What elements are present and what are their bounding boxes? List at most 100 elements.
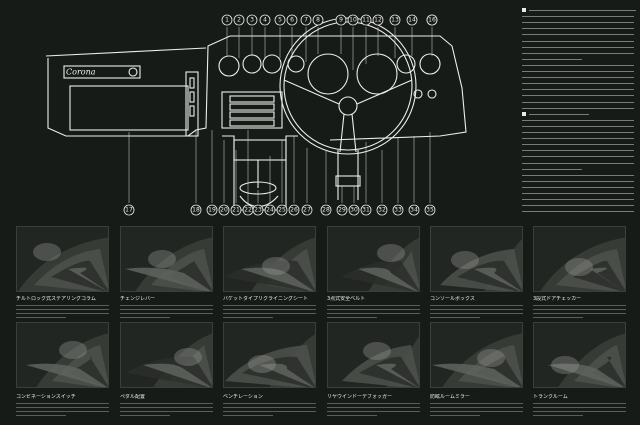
caption-text-line (430, 411, 523, 412)
text-line (522, 34, 634, 36)
callout-23: 23 (254, 207, 262, 214)
callout-1-ring (221, 14, 233, 26)
callout-3: 3 (250, 17, 254, 24)
photo-combination-switch (16, 322, 109, 388)
text-line (522, 180, 634, 182)
callout-6: 6 (290, 17, 294, 24)
callout-13: 13 (391, 17, 399, 24)
text-line (522, 132, 634, 133)
caption-text-line (327, 411, 420, 412)
callout-16: 16 (428, 17, 436, 24)
text-line (522, 199, 634, 201)
caption-text-line (327, 305, 420, 306)
callout-34-ring (408, 204, 420, 216)
caption-text-line (16, 403, 109, 404)
text-line (522, 77, 634, 79)
text-line (522, 52, 634, 54)
caption-text-line (327, 309, 420, 310)
caption-text-line (533, 411, 626, 412)
text-line (522, 89, 634, 91)
callout-7: 7 (304, 17, 308, 24)
callout-8-ring (312, 14, 324, 26)
callout-19: 19 (208, 207, 216, 214)
caption-text-line (327, 317, 377, 318)
photo-caption: 3段式ドアチェッカー (533, 296, 626, 328)
photo-ventilation (223, 322, 316, 388)
caption-text-line (223, 305, 316, 306)
text-line (522, 58, 582, 60)
paragraph-bullet (522, 8, 526, 12)
clock-gauge (218, 55, 240, 77)
caption-text-line (223, 309, 316, 310)
callout-12-ring (372, 14, 384, 26)
callout-9: 9 (339, 17, 343, 24)
text-line (522, 156, 634, 158)
callout-24-ring (264, 204, 276, 216)
caption-text-line (430, 313, 523, 314)
photo-door-interior (533, 226, 626, 292)
paragraph-bullet (522, 111, 526, 116)
photo-caption: ベンチレーション (223, 394, 316, 425)
caption-text-line (430, 305, 523, 306)
text-line (522, 138, 634, 140)
text-line (522, 186, 634, 188)
photo-seat-belt (327, 226, 420, 292)
text-line (522, 144, 634, 146)
caption-text-line (327, 415, 377, 416)
glove-box (69, 85, 189, 131)
caption-title: 3段式ドアチェッカー (533, 296, 582, 302)
photo-caption: 3点式安全ベルト (327, 296, 420, 328)
callout-10: 10 (349, 17, 357, 24)
caption-title: コンソールボックス (430, 296, 475, 302)
caption-title: リヤウインドーデフォッガー (327, 394, 393, 400)
caption-text-line (533, 313, 626, 314)
photo-caption: コンビネーションスイッチ (16, 394, 109, 425)
callout-27: 27 (303, 207, 311, 214)
text-line (522, 83, 634, 85)
callout-17-ring (123, 204, 135, 216)
text-line (522, 101, 634, 103)
callout-5-ring (274, 14, 286, 26)
caption-text-line (120, 407, 213, 408)
caption-text-line (223, 313, 316, 314)
callout-12: 12 (374, 17, 382, 24)
callout-32-ring (376, 204, 388, 216)
caption-text-line (430, 407, 523, 408)
callout-24: 24 (266, 207, 274, 214)
caption-text-line (430, 309, 523, 310)
text-line (522, 95, 634, 97)
callout-9-ring (335, 14, 347, 26)
text-line (522, 28, 634, 30)
callout-18-ring (190, 204, 202, 216)
callout-14-ring (406, 14, 418, 26)
caption-text-line (16, 305, 109, 306)
caption-text-line (120, 313, 213, 314)
text-line (522, 64, 634, 66)
caption-title: トランクルーム (533, 394, 568, 400)
photo-trunk (533, 322, 626, 388)
caption-text-line (16, 317, 66, 318)
oil-gauge (262, 54, 282, 74)
photo-rear-defogger (327, 322, 420, 388)
dashboard-outline (47, 35, 467, 141)
caption-text-line (223, 411, 316, 412)
photo-rear-view-mirror (430, 322, 523, 388)
caption-text-line (223, 317, 273, 318)
text-line (522, 125, 634, 127)
callout-22: 22 (244, 207, 252, 214)
photo-caption: トランクルーム (533, 394, 626, 425)
callout-8: 8 (316, 17, 320, 24)
callout-21: 21 (232, 207, 240, 214)
caption-title: 3点式安全ベルト (327, 296, 366, 302)
photo-shift-lever (120, 226, 213, 292)
callout-7-ring (300, 14, 312, 26)
callout-2-ring (233, 14, 245, 26)
text-line (522, 150, 634, 152)
callout-11: 11 (362, 17, 370, 24)
caption-title: バケットタイプリクライニングシート (223, 296, 309, 302)
caption-text-line (16, 415, 66, 416)
photo-caption: コンソールボックス (430, 296, 523, 328)
caption-title: ペダル配置 (120, 394, 146, 400)
caption-text-line (16, 407, 109, 408)
dashboard-diagram: Corona 12345678910111213141516 171819202… (0, 0, 520, 222)
